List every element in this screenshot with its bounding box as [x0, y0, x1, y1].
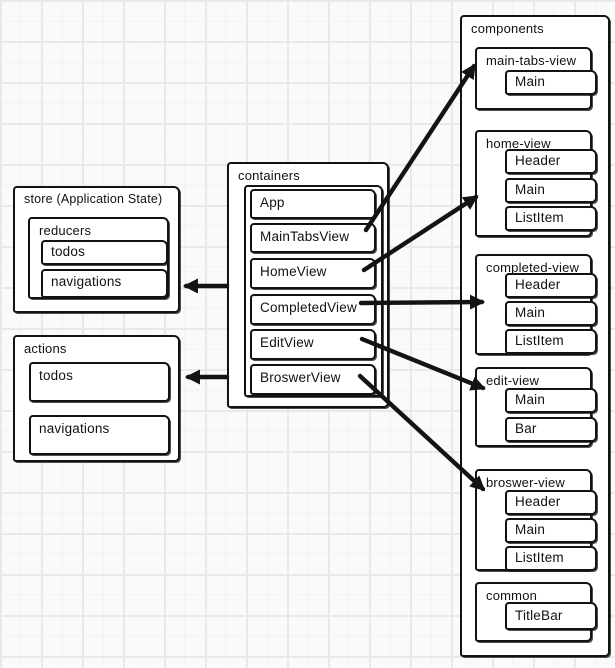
group-edit-view: edit-view Main Bar — [475, 367, 597, 447]
group-completed-view-title: completed-view — [486, 260, 580, 275]
components-title: components — [471, 21, 544, 36]
component-label: Main — [515, 305, 546, 320]
component-label: Header — [515, 277, 561, 292]
action-todos-box: todos — [29, 362, 170, 402]
reducer-todos-box: todos — [41, 240, 168, 265]
container-row-homeview: HomeView — [250, 258, 376, 289]
container-completedview-label: CompletedView — [260, 300, 357, 315]
component-label: Header — [515, 494, 561, 509]
group-common: common TitleBar — [475, 582, 597, 642]
component-label: Main — [515, 182, 546, 197]
reducers-box: reducers todos navigations — [28, 217, 169, 299]
group-broswer-view: broswer-view Header Main ListItem — [475, 469, 597, 571]
component-label: Main — [515, 74, 546, 89]
containers-box: containers App MainTabsView HomeView Com… — [227, 162, 389, 408]
component-label: Main — [515, 392, 546, 407]
component-row: Main — [505, 70, 597, 95]
component-label: ListItem — [515, 210, 564, 225]
action-navigations-label: navigations — [39, 421, 110, 436]
component-label: Bar — [515, 421, 537, 436]
component-row: TitleBar — [505, 602, 597, 630]
container-row-maintabsview: MainTabsView — [250, 223, 376, 253]
group-common-title: common — [486, 588, 538, 603]
action-todos-label: todos — [39, 368, 74, 383]
store-box: store (Application State) reducers todos… — [13, 186, 180, 313]
group-edit-view-title: edit-view — [486, 373, 540, 388]
group-home-view: home-view Header Main ListItem — [475, 130, 597, 237]
container-row-app: App — [250, 189, 376, 219]
group-main-tabs-view-title: main-tabs-view — [486, 53, 577, 68]
component-row: Main — [505, 301, 597, 326]
reducer-navigations-label: navigations — [51, 274, 122, 289]
component-label: ListItem — [515, 550, 564, 565]
component-row: Main — [505, 388, 597, 413]
group-main-tabs-view: main-tabs-view Main — [475, 47, 597, 110]
container-homeview-label: HomeView — [260, 264, 327, 279]
container-maintabsview-label: MainTabsView — [260, 229, 350, 244]
reducers-title: reducers — [39, 223, 92, 238]
component-row: Header — [505, 490, 597, 515]
actions-title: actions — [24, 341, 67, 356]
component-row: Main — [505, 178, 597, 203]
component-row: Header — [505, 149, 597, 174]
container-app-label: App — [260, 195, 285, 210]
store-title: store (Application State) — [24, 192, 163, 206]
actions-box: actions todos navigations — [13, 335, 180, 462]
container-row-completedview: CompletedView — [250, 294, 376, 325]
component-row: ListItem — [505, 329, 597, 354]
group-completed-view: completed-view Header Main ListItem — [475, 254, 597, 355]
containers-inner-box: App MainTabsView HomeView CompletedView … — [244, 185, 383, 397]
component-label: Header — [515, 153, 561, 168]
component-row: Header — [505, 273, 597, 298]
components-box: components main-tabs-view Main home-view… — [460, 15, 610, 657]
group-broswer-view-title: broswer-view — [486, 475, 565, 490]
action-navigations-box: navigations — [29, 415, 170, 455]
component-row: ListItem — [505, 546, 597, 571]
containers-title: containers — [238, 168, 300, 183]
reducer-navigations-box: navigations — [41, 269, 168, 298]
container-row-editview: EditView — [250, 329, 376, 360]
reducer-todos-label: todos — [51, 244, 86, 259]
component-label: Main — [515, 522, 546, 537]
component-row: Main — [505, 518, 597, 543]
component-label: TitleBar — [515, 608, 563, 623]
container-editview-label: EditView — [260, 335, 314, 350]
component-label: ListItem — [515, 333, 564, 348]
component-row: Bar — [505, 417, 597, 442]
container-broswerview-label: BroswerView — [260, 370, 341, 385]
component-row: ListItem — [505, 206, 597, 231]
container-row-broswerview: BroswerView — [250, 364, 376, 395]
group-home-view-title: home-view — [486, 136, 551, 151]
